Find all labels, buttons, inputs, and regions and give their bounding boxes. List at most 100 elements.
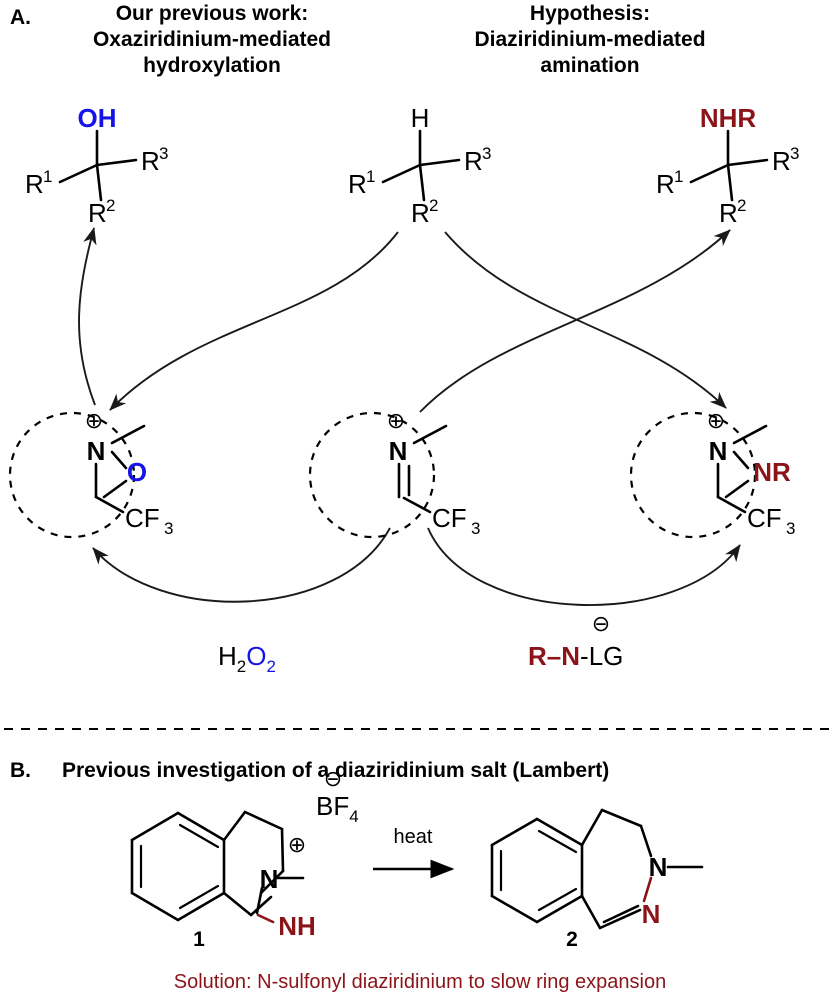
oxaziridinium-n-label: N (87, 436, 106, 466)
right-product-r2: R 2 (719, 196, 746, 228)
right-product-r1-sup: 1 (674, 167, 683, 186)
compound-2-structure: N N 2 (490, 808, 704, 951)
arrow-oxaziridinium-to-product (78, 227, 97, 406)
counterion-sub: 4 (349, 807, 358, 826)
oxaziridinium-plus-charge: ⊕ (85, 408, 103, 433)
compound-1-number: 1 (193, 928, 205, 951)
left-heading-line3: hydroxylation (143, 54, 281, 77)
arrow-iminium-to-diaziridinium (427, 527, 741, 606)
left-product-r2-letter: R (88, 198, 107, 228)
rnlg-part-4: LG (589, 641, 624, 671)
diaziridinium-structure: N NR ⊕ CF 3 (629, 408, 795, 539)
iminium-plus-charge: ⊕ (387, 408, 405, 433)
right-product-r2-sup: 2 (737, 196, 746, 215)
right-product-r1-letter: R (656, 169, 675, 199)
rnlg-part-3: - (580, 641, 589, 671)
panel-b-title: Previous investigation of a diaziridiniu… (62, 759, 609, 782)
iminium-cf3: CF 3 (432, 503, 480, 538)
counterion-letters: BF (316, 791, 349, 821)
right-product-r2-letter: R (719, 198, 738, 228)
h2o2-part-3: 2 (266, 657, 275, 676)
diaziridinium-cf3-letters: CF (747, 503, 782, 533)
panel-b-caption: Solution: N-sulfonyl diaziridinium to sl… (174, 971, 666, 993)
panel-b-letter: B. (10, 759, 31, 782)
right-heading-line2: Diaziridinium-mediated (474, 28, 705, 51)
oxaziridinium-cf3-sub: 3 (164, 519, 173, 538)
diaziridinium-dashed-ring (629, 411, 757, 539)
iminium-n-label: N (389, 436, 408, 466)
center-substrate-r3-sup: 3 (482, 144, 491, 163)
left-product-r1-letter: R (25, 169, 44, 199)
right-product-r3-letter: R (772, 146, 791, 176)
panel-a-right-heading: Hypothesis: Diaziridinium-mediated amina… (474, 2, 705, 77)
compound-1-counterion: BF4 (316, 791, 359, 826)
h2o2-part-1: 2 (237, 657, 246, 676)
oh-label: OH (78, 103, 117, 133)
nhr-label: NHR (700, 103, 757, 133)
left-product-r3-sup: 3 (159, 144, 168, 163)
oxaziridinium-cf3-letters: CF (125, 503, 160, 533)
right-heading-line1: Hypothesis: (530, 2, 650, 25)
iminium-cf3-sub: 3 (471, 519, 480, 538)
oxaziridinium-cf3: CF 3 (125, 503, 173, 538)
iminium-structure: N ⊕ CF 3 (308, 408, 480, 539)
oxaziridinium-structure: N O ⊕ CF 3 (8, 408, 173, 539)
arrow-substrate-to-center-iminium (444, 231, 727, 409)
substrate-structure: H R 1 R 3 R 2 (348, 103, 491, 228)
left-product-r1-sup: 1 (43, 167, 52, 186)
h-label: H (411, 103, 430, 133)
compound-1-n-label: N (260, 864, 279, 894)
oxaziridinium-dashed-ring (8, 411, 136, 539)
reagent-hydrogen-peroxide: H2O2 (218, 641, 276, 676)
reagent-aminating-agent: ⊖ R–N-LG (528, 611, 623, 671)
center-substrate-r3-letter: R (464, 146, 483, 176)
center-substrate-r2: R 2 (411, 196, 438, 228)
oxaziridinium-o-label: O (127, 457, 147, 487)
panel-a-left-heading: Our previous work: Oxaziridinium-mediate… (93, 2, 331, 77)
aminating-agent-minus-charge: ⊖ (592, 611, 610, 636)
aminating-agent-formula: R–N-LG (528, 641, 623, 671)
compound-2-number: 2 (566, 928, 578, 951)
left-product-r1: R 1 (25, 167, 52, 199)
reaction-condition-label: heat (394, 826, 433, 848)
left-heading-line2: Oxaziridinium-mediated (93, 28, 331, 51)
iminium-cf3-letters: CF (432, 503, 467, 533)
center-substrate-r1-letter: R (348, 169, 367, 199)
diaziridinium-n-label: N (709, 436, 728, 466)
compound-1-structure: N ⊕ NH BF4 ⊖ 1 (130, 766, 359, 951)
compound-2-imine-n-label: N (642, 899, 661, 929)
arrow-diaziridinium-to-amine-product (419, 229, 731, 413)
rnlg-part-0: R (528, 641, 547, 671)
right-product-r3-sup: 3 (790, 144, 799, 163)
diaziridinium-cf3: CF 3 (747, 503, 795, 538)
product-structure-aminated: NHR R 1 R 3 R 2 (656, 103, 799, 228)
diaziridinium-plus-charge: ⊕ (707, 408, 725, 433)
left-product-r3: R 3 (141, 144, 168, 176)
compound-1-minus-charge: ⊖ (324, 766, 342, 791)
right-heading-line3: amination (540, 54, 639, 77)
right-product-r3: R 3 (772, 144, 799, 176)
arrow-substrate-to-oxaziridinium-region (109, 231, 399, 411)
right-product-r1: R 1 (656, 167, 683, 199)
left-heading-line1: Our previous work: (116, 2, 309, 25)
reaction-arrow-group: heat (373, 826, 455, 879)
left-product-r2-sup: 2 (106, 196, 115, 215)
diaziridinium-cf3-sub: 3 (786, 519, 795, 538)
panel-a-letter: A. (10, 6, 31, 29)
left-product-r2: R 2 (88, 196, 115, 228)
diaziridinium-nr-label: NR (753, 457, 791, 487)
left-product-r3-letter: R (141, 146, 160, 176)
arrow-iminium-to-oxaziridinium (92, 527, 391, 603)
iminium-dashed-ring (308, 411, 436, 539)
h2o2-part-0: H (218, 641, 237, 671)
product-structure-hydroxylated: OH R 1 R 3 R 2 (25, 103, 168, 228)
center-substrate-r2-sup: 2 (429, 196, 438, 215)
h2o2-formula: H2O2 (218, 641, 276, 676)
compound-1-plus-charge: ⊕ (288, 832, 306, 857)
compound-2-n-methyl-label: N (649, 852, 668, 882)
compound-1-nh-label: NH (278, 911, 316, 941)
h2o2-part-2: O (246, 641, 266, 671)
center-substrate-r1-sup: 1 (366, 167, 375, 186)
